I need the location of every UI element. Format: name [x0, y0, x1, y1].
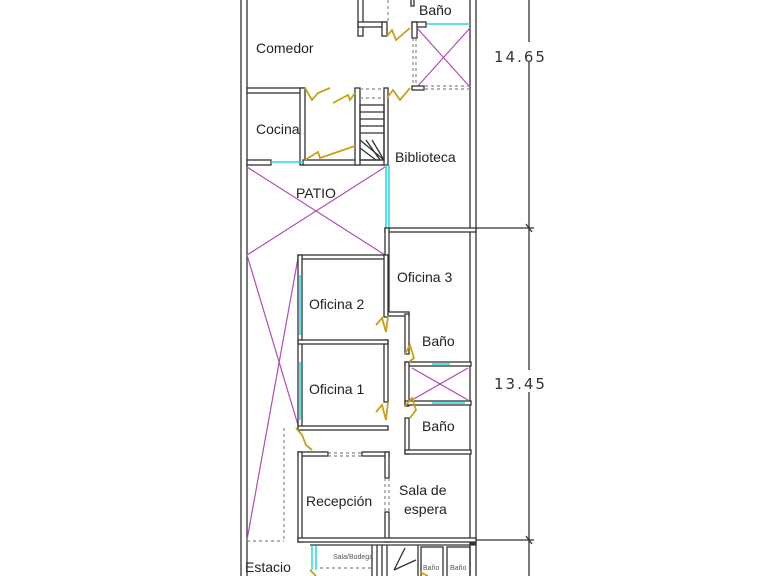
wall: [297, 537, 477, 543]
wall: [383, 254, 389, 318]
wall: [297, 425, 389, 431]
wall: [404, 417, 410, 455]
room-label-sala-espera-1: Sala de: [399, 482, 447, 498]
void-mark: [416, 27, 471, 88]
room-label-bano: Baño: [419, 2, 452, 18]
doors: [295, 27, 429, 576]
room-label-recepcion: Recepción: [306, 493, 372, 509]
wall: [404, 313, 410, 355]
outer-wall-right-bottom: [469, 543, 477, 576]
room-label-bano-2: Baño: [422, 418, 455, 434]
room-label-sala-espera-2: espera: [404, 501, 447, 517]
room-label-patio: PATIO: [296, 185, 336, 201]
wall: [297, 339, 389, 345]
outer-wall-right: [469, 0, 477, 544]
wall: [404, 361, 410, 407]
wall: [299, 87, 306, 166]
wall: [302, 159, 388, 166]
wall: [354, 87, 361, 166]
room-label-biblioteca: Biblioteca: [395, 149, 456, 165]
wall: [404, 449, 472, 455]
room-label-cocina: Cocina: [256, 121, 300, 137]
wall: [411, 85, 425, 91]
room-label-bano-1: Baño: [422, 333, 455, 349]
room-label-bano-small-2: Baño: [450, 565, 466, 572]
room-label-bodega: Sala/Bodega: [333, 554, 373, 561]
dimension-upper: 14.65: [494, 48, 547, 66]
wall: [384, 451, 390, 479]
outer-wall-left: [240, 0, 248, 576]
stairs-bottom: [371, 545, 419, 576]
room-label-bano-small-1: Baño: [423, 565, 439, 572]
room-label-oficina-3: Oficina 3: [397, 269, 452, 285]
wall: [411, 21, 418, 39]
dimension-line: [476, 0, 534, 576]
room-label-oficina-1: Oficina 1: [309, 381, 364, 397]
wall: [357, 0, 364, 37]
wall: [246, 87, 304, 94]
wall: [381, 21, 388, 37]
wall: [410, 0, 415, 7]
wall: [297, 451, 303, 543]
wall: [246, 159, 272, 166]
stairs: [359, 104, 385, 161]
room-label-oficina-2: Oficina 2: [309, 296, 364, 312]
wall: [297, 254, 389, 260]
dimension-lower: 13.45: [494, 375, 547, 393]
room-label-comedor: Comedor: [256, 40, 314, 56]
room-label-estacio: Estacio: [245, 559, 291, 575]
wall: [384, 227, 477, 233]
wall: [383, 339, 389, 403]
